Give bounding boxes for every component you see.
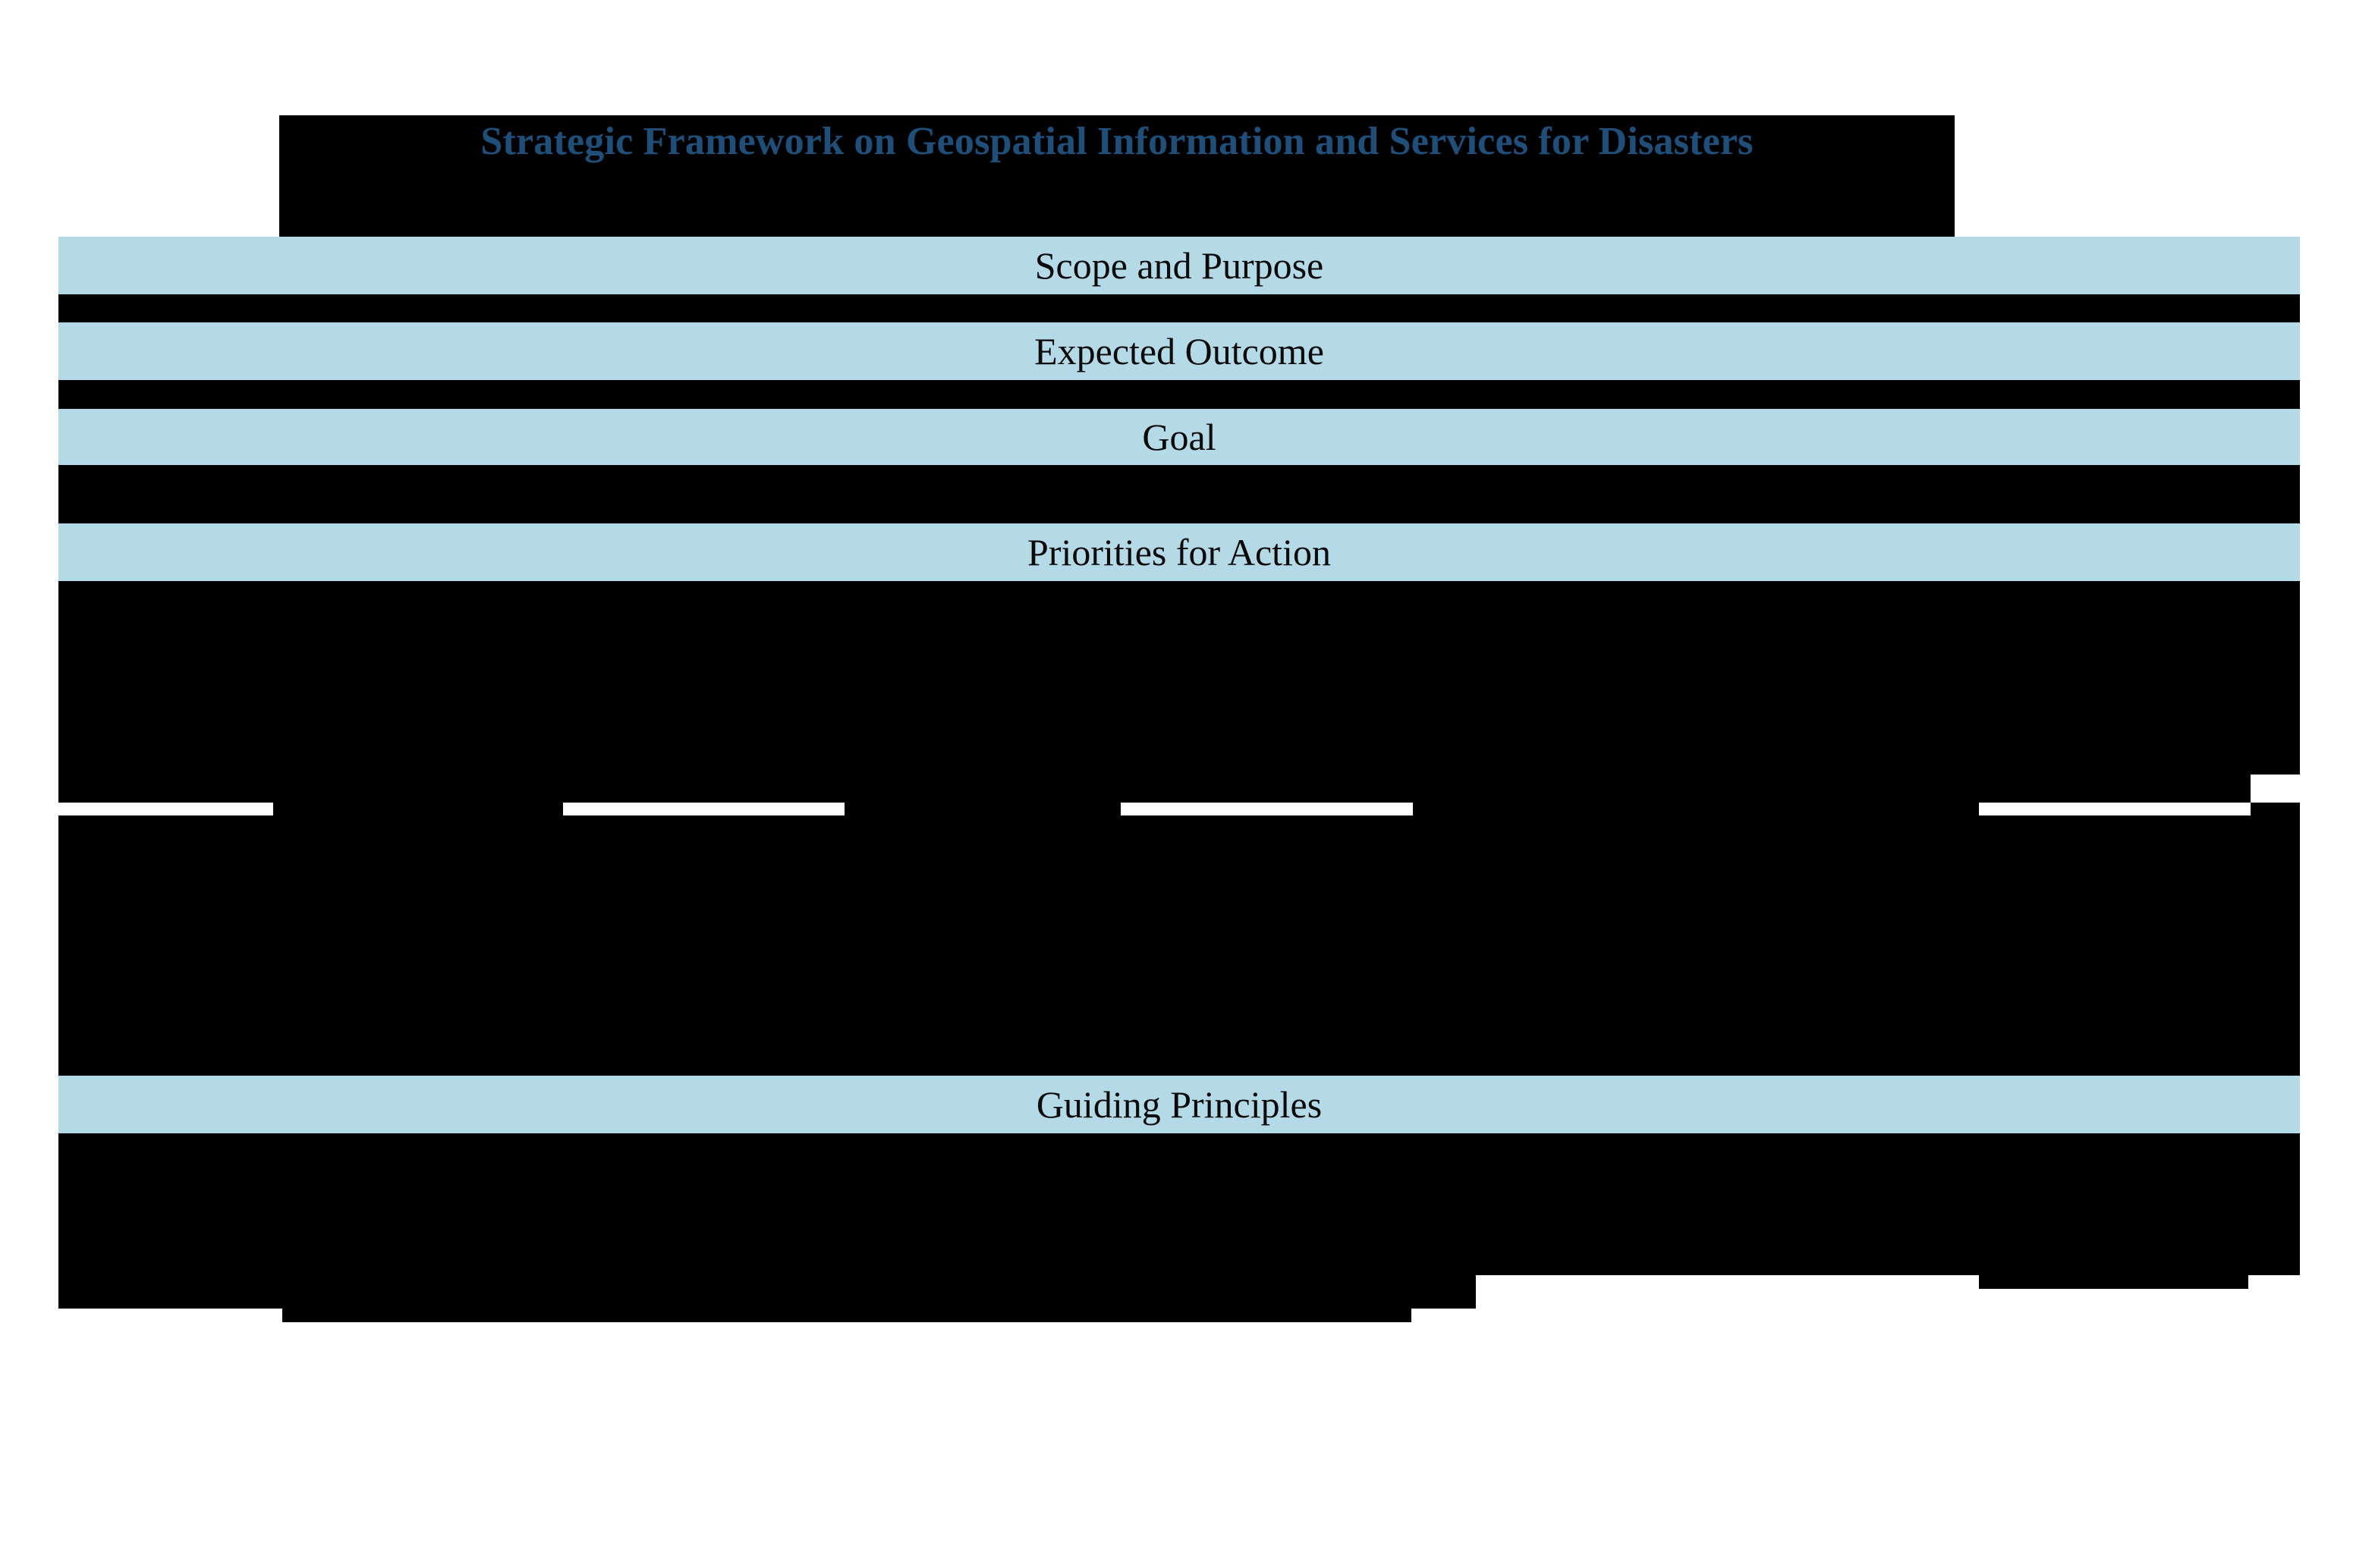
redacted-principle-column-1 <box>58 1239 282 1309</box>
section-label-scope-and-purpose: Scope and Purpose <box>1034 244 1324 287</box>
priority-gap-slot-1 <box>58 803 273 815</box>
priority-gap-slot-4 <box>1979 803 2251 815</box>
redacted-principle-column-3 <box>1127 1239 1411 1322</box>
page-title: Strategic Framework on Geospatial Inform… <box>480 120 1754 163</box>
section-label-priorities-for-action: Priorities for Action <box>1027 531 1331 573</box>
priority-gap-slot-5 <box>2251 775 2300 803</box>
section-band-expected-outcome: Expected Outcome <box>58 322 2300 380</box>
redacted-principle-column-6 <box>1979 1239 2248 1289</box>
redacted-principle-column-3-edge <box>1411 1239 1416 1309</box>
redacted-principle-column-5 <box>1476 1239 1979 1275</box>
priority-divider-gap-1 <box>273 803 563 815</box>
section-band-scope-and-purpose: Scope and Purpose <box>58 237 2300 294</box>
priority-divider-gap-3 <box>1413 803 1979 815</box>
redacted-body-priorities-upper <box>58 581 2300 803</box>
redacted-body-priorities-lower <box>58 815 2300 1076</box>
section-label-goal: Goal <box>1142 416 1216 458</box>
priority-divider-gap-2 <box>845 803 1121 815</box>
redacted-principle-column-4-stub <box>1416 1239 1476 1309</box>
redacted-body-guiding-principles-upper <box>58 1133 2300 1239</box>
redacted-principle-column-2 <box>282 1239 1127 1322</box>
section-label-guiding-principles: Guiding Principles <box>1036 1083 1323 1126</box>
priority-gap-slot-3 <box>1121 803 1413 815</box>
priority-gap-slot-2 <box>563 803 845 815</box>
section-band-priorities-for-action: Priorities for Action <box>58 523 2300 581</box>
section-label-expected-outcome: Expected Outcome <box>1034 330 1324 372</box>
section-band-guiding-principles: Guiding Principles <box>58 1076 2300 1133</box>
section-band-goal: Goal <box>58 409 2300 465</box>
redacted-principle-column-7 <box>2248 1239 2300 1275</box>
redacted-body-scope-and-purpose <box>58 294 2300 322</box>
redacted-body-expected-outcome <box>58 380 2300 409</box>
title-plate: Strategic Framework on Geospatial Inform… <box>279 115 1955 237</box>
priority-divider-gap-4 <box>2251 803 2300 815</box>
redacted-body-goal <box>58 465 2300 523</box>
